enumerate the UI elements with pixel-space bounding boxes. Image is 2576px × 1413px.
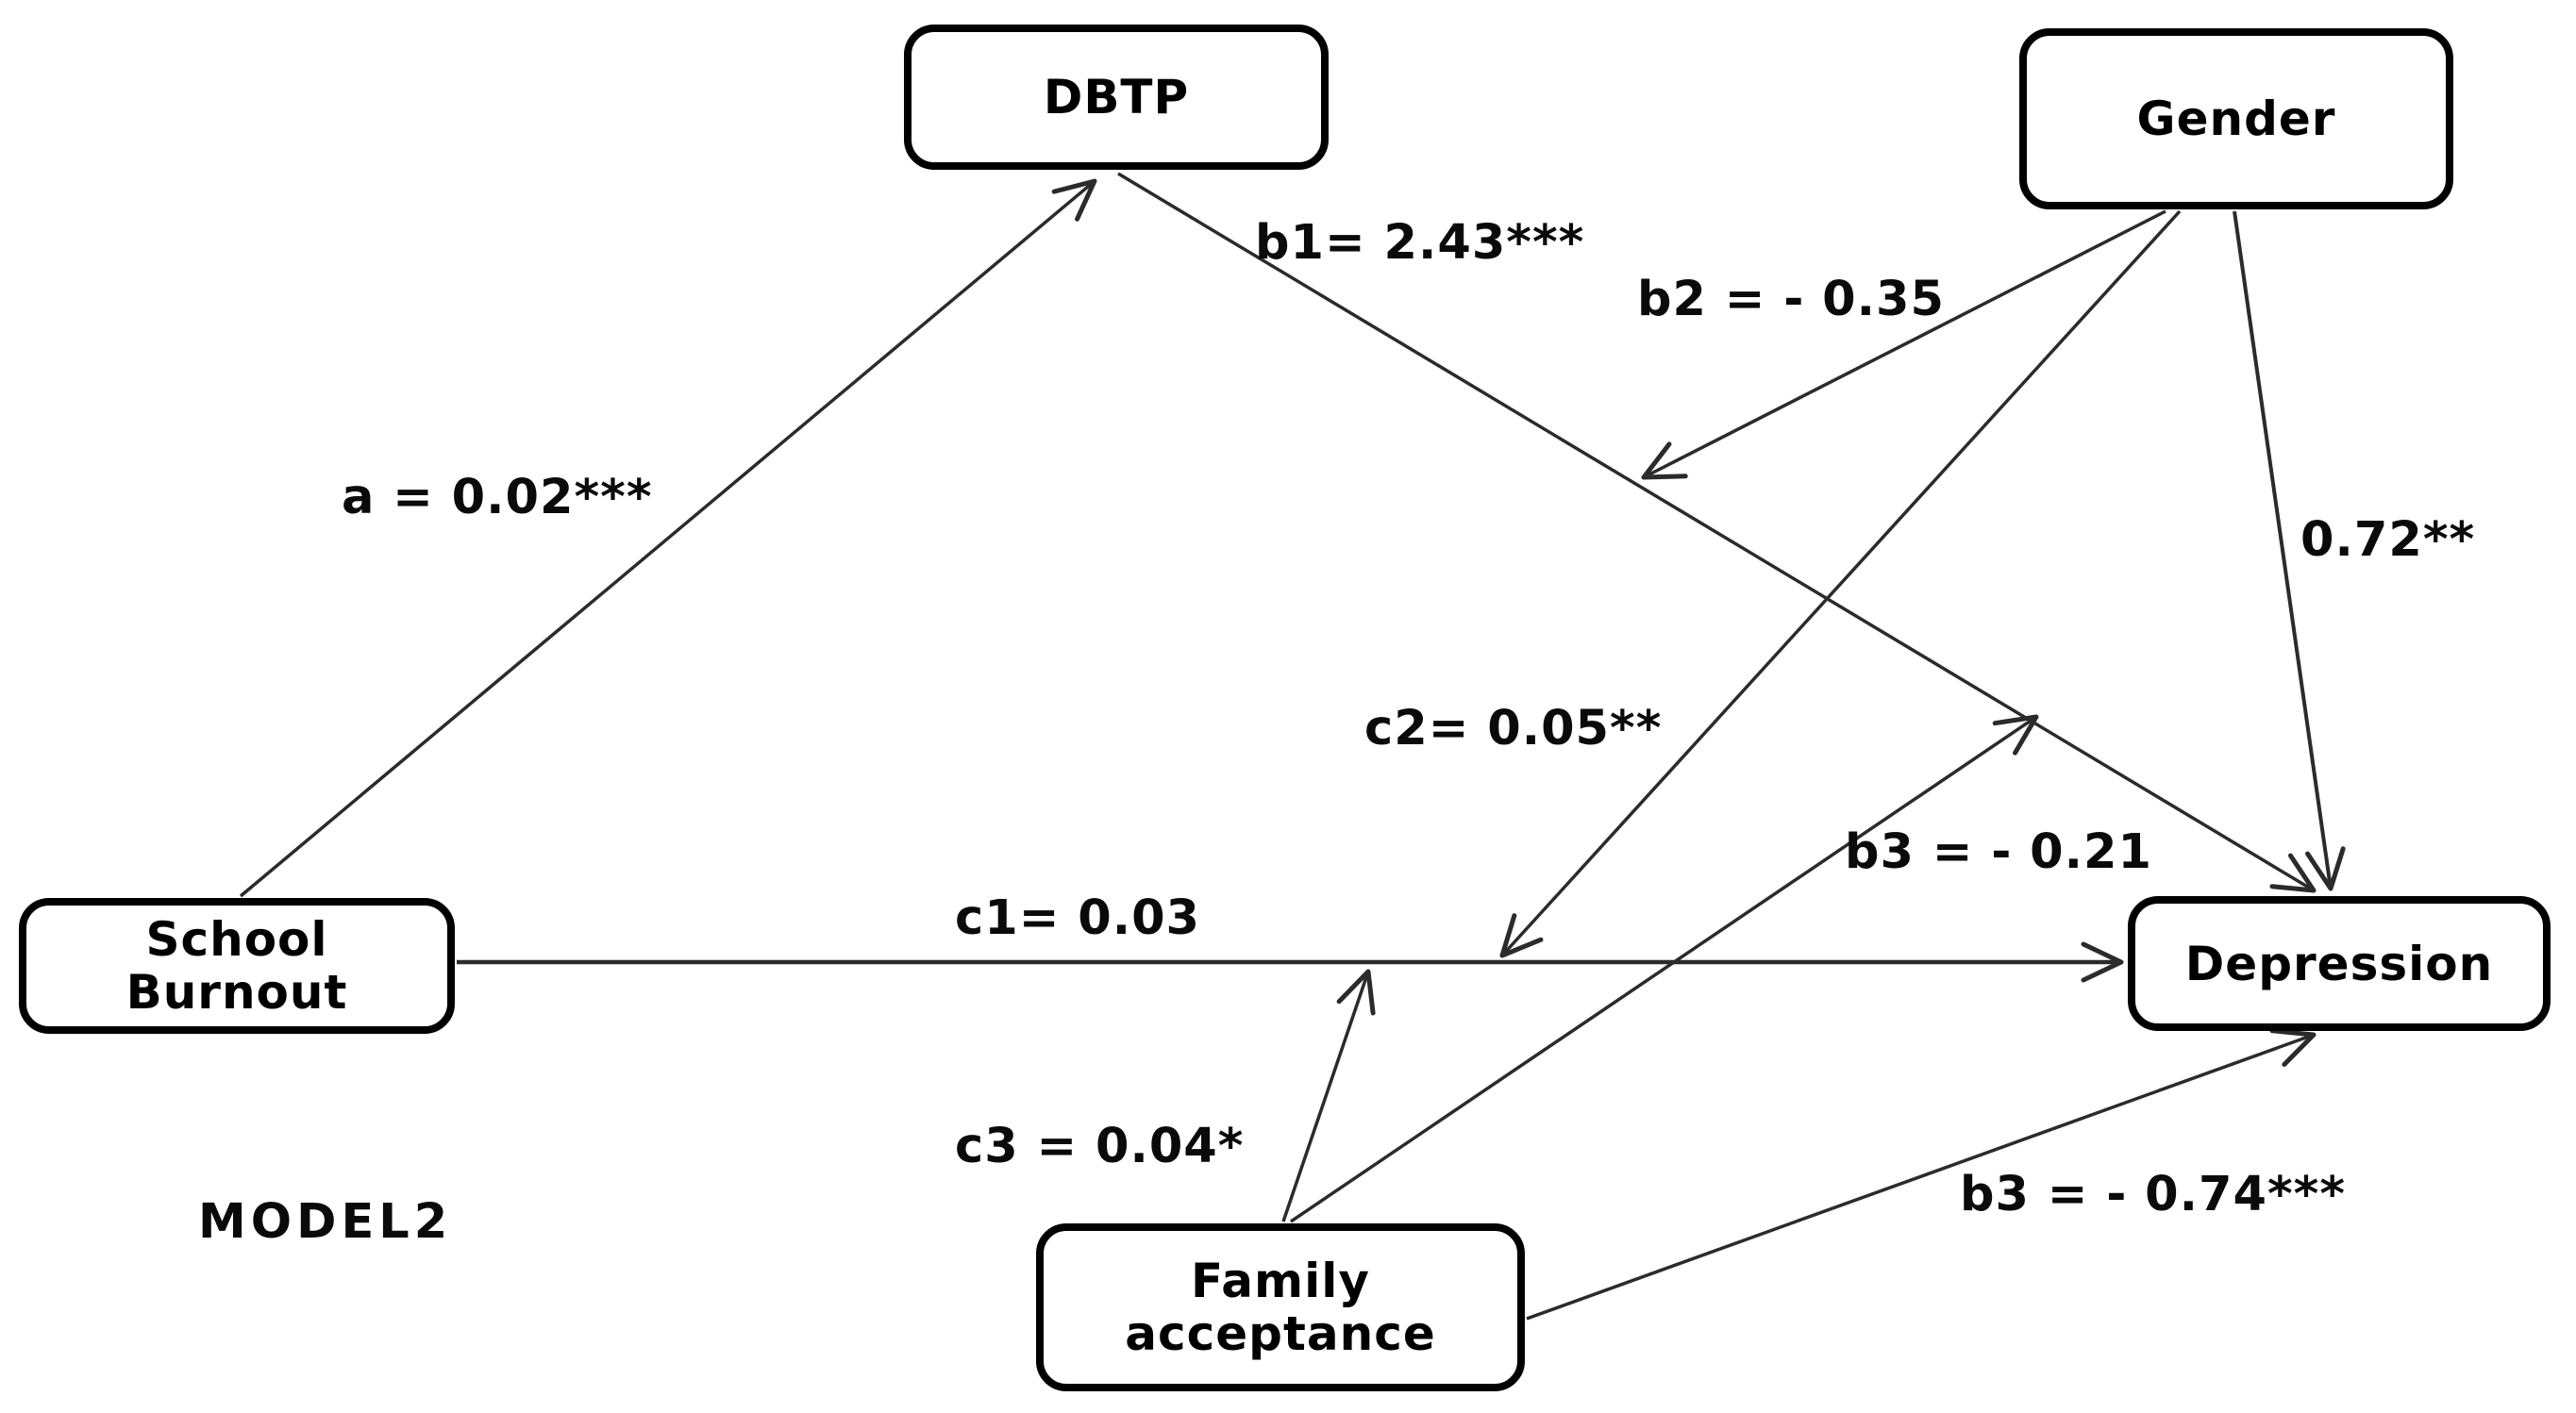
path-c1-label: c1= 0.03 bbox=[955, 890, 1201, 946]
node-school-burnout-label-line2: Burnout bbox=[125, 965, 348, 1020]
node-gender: Gender bbox=[2019, 28, 2453, 209]
node-family-acceptance-label-line2: acceptance bbox=[1125, 1306, 1436, 1361]
path-a-label: a = 0.02*** bbox=[342, 470, 653, 525]
path-b3-direct-label: b3 = - 0.74*** bbox=[1960, 1167, 2347, 1222]
node-dbtp-label: DBTP bbox=[1043, 70, 1190, 125]
path-a-arrow bbox=[239, 178, 1097, 898]
node-gender-label: Gender bbox=[2136, 91, 2336, 146]
path-b2-label: b2 = - 0.35 bbox=[1637, 272, 1945, 327]
node-dbtp: DBTP bbox=[904, 25, 1329, 170]
node-depression: Depression bbox=[2128, 896, 2551, 1031]
path-c2-label: c2= 0.05** bbox=[1364, 701, 1663, 756]
path-b3-moderation-arrow bbox=[1290, 714, 2039, 1223]
path-b1-arrow bbox=[1117, 172, 2317, 893]
path-c2-arrow bbox=[1499, 209, 2182, 958]
path-b1-label: b1= 2.43*** bbox=[1255, 215, 1585, 271]
node-depression-label: Depression bbox=[2184, 936, 2494, 991]
path-b3-direct-arrow bbox=[1526, 1028, 2317, 1321]
model-caption: MODEL2 bbox=[198, 1194, 453, 1250]
path-c3-label: c3 = 0.04* bbox=[955, 1119, 1245, 1174]
node-family-acceptance: Family acceptance bbox=[1036, 1223, 1525, 1391]
path-b3-moderation-label: b3 = - 0.21 bbox=[1845, 824, 2152, 880]
path-c3-arrow bbox=[1281, 969, 1376, 1222]
node-school-burnout: School Burnout bbox=[19, 898, 455, 1034]
path-gender-depression-arrow bbox=[2233, 210, 2346, 891]
path-gender-depression-label: 0.72** bbox=[2300, 512, 2476, 568]
node-school-burnout-label-line1: School bbox=[145, 912, 328, 967]
path-b2-arrow bbox=[1641, 209, 2166, 480]
node-family-acceptance-label-line1: Family bbox=[1191, 1254, 1370, 1308]
